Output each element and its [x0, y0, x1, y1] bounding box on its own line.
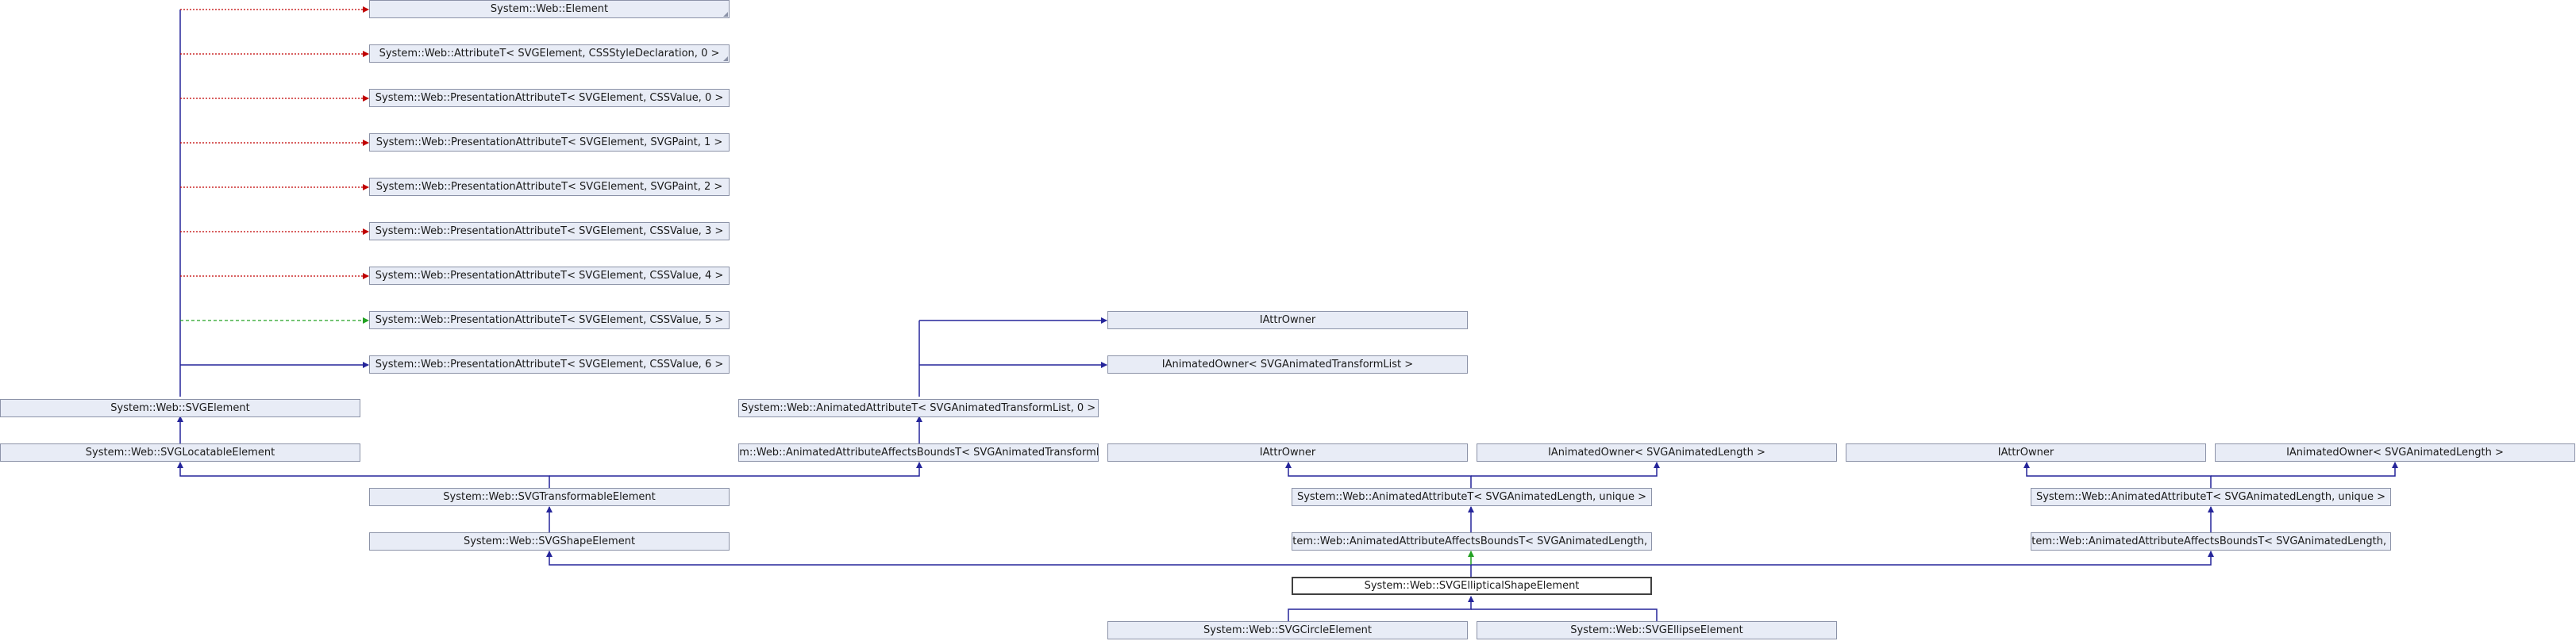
class-node-svgellipse[interactable]: System::Web::SVGEllipseElement	[1477, 621, 1837, 639]
edge-attr-length-a-to-ianimatedowner	[1471, 462, 1660, 477]
class-node-ianimatedowner-length-a[interactable]: IAnimatedOwner< SVGAnimatedLength >	[1477, 443, 1837, 462]
class-node-animated-affects-length-1[interactable]: System::Web::AnimatedAttributeAffectsBou…	[2031, 532, 2391, 551]
edge-elliptical-to-affects-length-1	[1471, 551, 2214, 566]
class-node-attribute-css-style[interactable]: System::Web::AttributeT< SVGElement, CSS…	[369, 44, 730, 63]
edge-attr-length-b-to-iattrowner	[2023, 462, 2212, 488]
class-node-svgcircle[interactable]: System::Web::SVGCircleElement	[1107, 621, 1468, 639]
edge-elliptical-to-shape	[546, 551, 1471, 566]
edge-ellipse-to-elliptical	[1471, 608, 1658, 621]
class-node-presentation-cssvalue-3[interactable]: System::Web::PresentationAttributeT< SVG…	[369, 222, 730, 240]
class-node-iattrowner-length-a[interactable]: IAttrOwner	[1107, 443, 1468, 462]
class-node-ianimatedowner-length-b[interactable]: IAnimatedOwner< SVGAnimatedLength >	[2215, 443, 2575, 462]
edge-transformable-to-locatable	[177, 462, 550, 488]
edge-circle-to-elliptical	[1288, 596, 1474, 621]
edge-transformable-to-affects-transform	[549, 462, 922, 477]
class-node-animated-attr-transform[interactable]: System::Web::AnimatedAttributeT< SVGAnim…	[738, 399, 1099, 417]
class-node-svgelliptical-focus[interactable]: System::Web::SVGEllipticalShapeElement	[1292, 577, 1652, 595]
edge-attr-length-b-to-ianimatedowner	[2211, 462, 2398, 477]
class-node-animated-affects-transform[interactable]: System::Web::AnimatedAttributeAffectsBou…	[738, 443, 1099, 462]
class-node-svglocatable[interactable]: System::Web::SVGLocatableElement	[0, 443, 360, 462]
class-node-ianimatedowner-transform[interactable]: IAnimatedOwner< SVGAnimatedTransformList…	[1107, 355, 1468, 374]
edge-attr-length-a-to-iattrowner	[1285, 462, 1472, 488]
class-node-presentation-cssvalue-5[interactable]: System::Web::PresentationAttributeT< SVG…	[369, 311, 730, 329]
class-node-presentation-cssvalue-6[interactable]: System::Web::PresentationAttributeT< SVG…	[369, 355, 730, 374]
class-node-animated-affects-length-0[interactable]: System::Web::AnimatedAttributeAffectsBou…	[1292, 532, 1652, 551]
class-node-presentation-svgpaint-2[interactable]: System::Web::PresentationAttributeT< SVG…	[369, 178, 730, 196]
class-node-svgtransformable[interactable]: System::Web::SVGTransformableElement	[369, 488, 730, 506]
class-node-presentation-cssvalue-4[interactable]: System::Web::PresentationAttributeT< SVG…	[369, 267, 730, 285]
class-node-iattrowner-length-b[interactable]: IAttrOwner	[1846, 443, 2206, 462]
class-node-animated-attr-length-a[interactable]: System::Web::AnimatedAttributeT< SVGAnim…	[1292, 488, 1652, 506]
class-node-presentation-svgpaint-1[interactable]: System::Web::PresentationAttributeT< SVG…	[369, 133, 730, 152]
class-node-animated-attr-length-b[interactable]: System::Web::AnimatedAttributeT< SVGAnim…	[2031, 488, 2391, 506]
class-node-iattrowner-transform[interactable]: IAttrOwner	[1107, 311, 1468, 329]
class-node-presentation-cssvalue-0[interactable]: System::Web::PresentationAttributeT< SVG…	[369, 89, 730, 107]
class-node-svgelement[interactable]: System::Web::SVGElement	[0, 399, 360, 417]
class-node-svgshape[interactable]: System::Web::SVGShapeElement	[369, 532, 730, 551]
class-node-element[interactable]: System::Web::Element	[369, 0, 730, 18]
